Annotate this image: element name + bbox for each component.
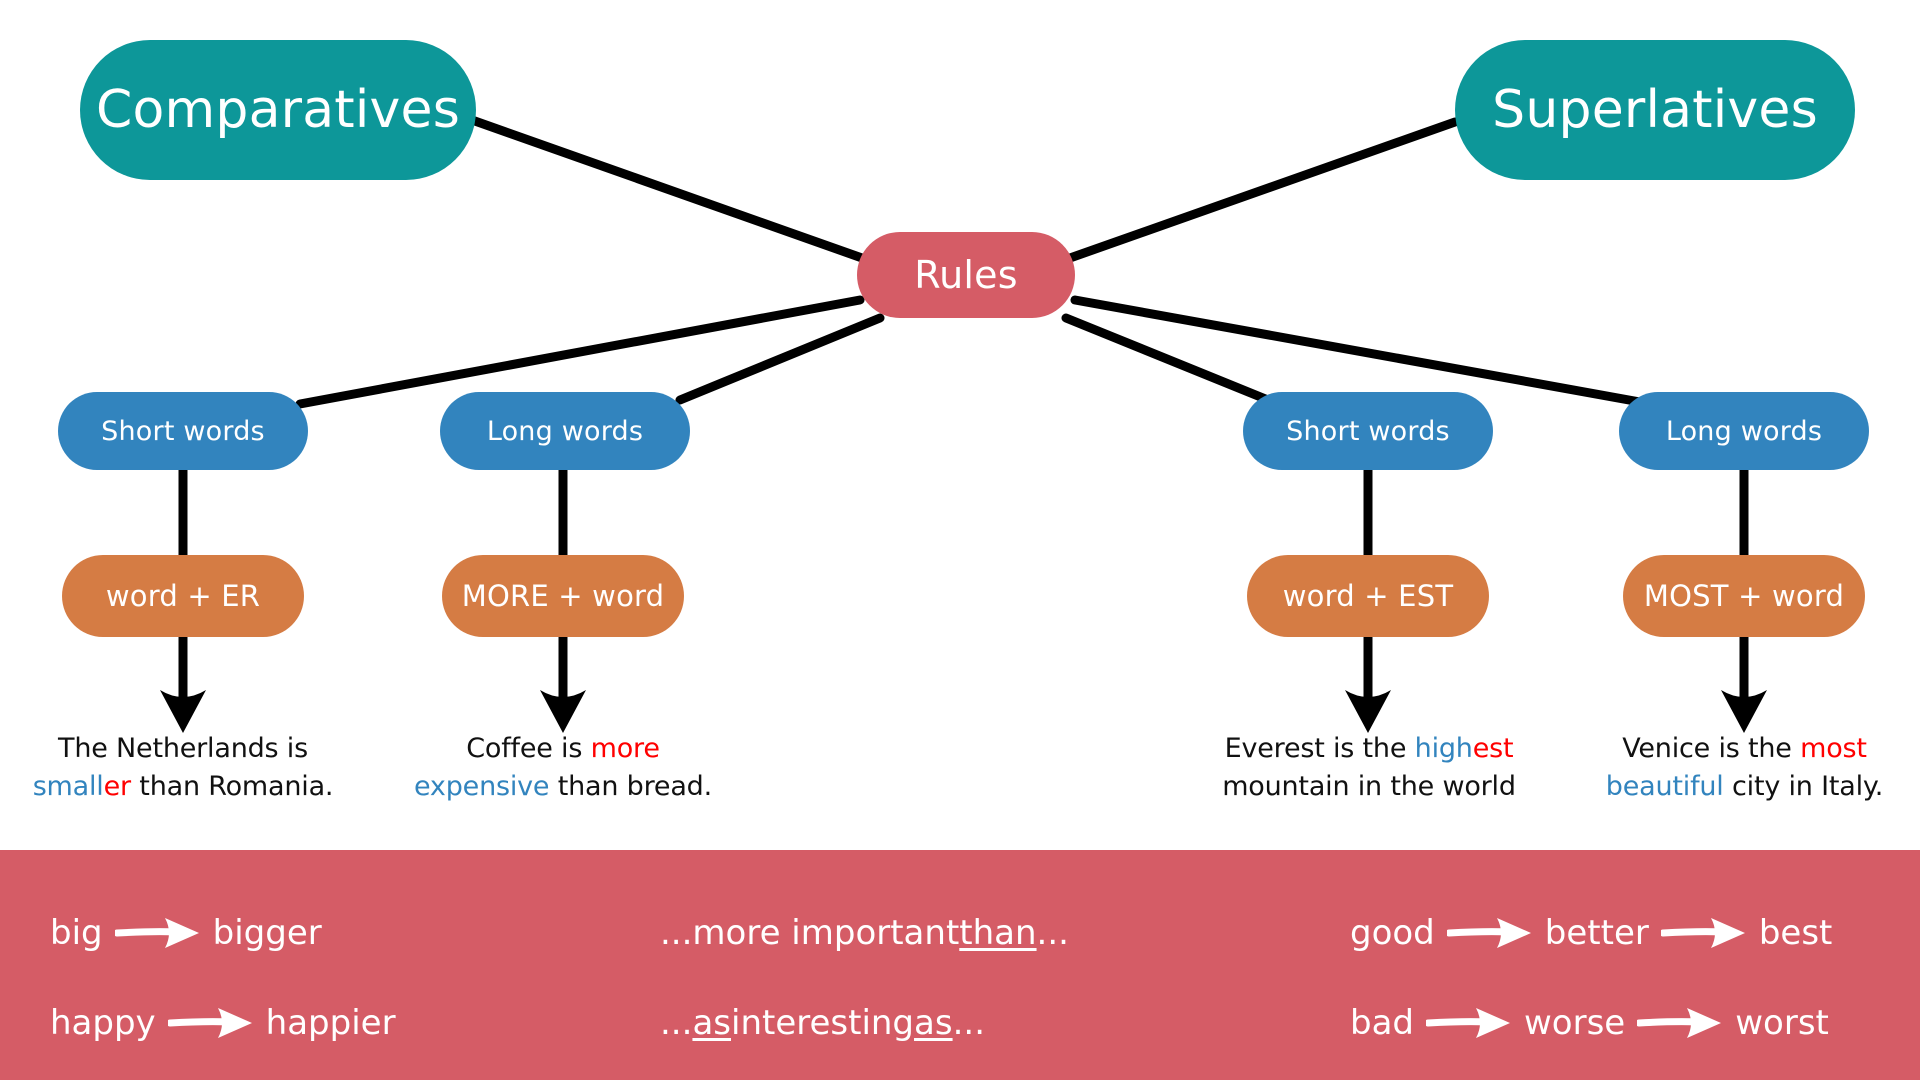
example-fragment: mountain in the world (1222, 771, 1516, 803)
banner-term: ... (952, 1003, 986, 1043)
example-fragment: beautiful (1605, 771, 1724, 803)
node-rule-word-er[interactable]: word + ER (62, 555, 304, 637)
example-fragment: high (1414, 733, 1473, 764)
example-superlative-short-line2: mountain in the world (1195, 768, 1543, 806)
edge-comparatives-to-rules (467, 115, 867, 263)
example-comparative-long-line2: expensive than bread. (393, 768, 733, 806)
example-comparative-short-line1: The Netherlands is (13, 730, 353, 768)
banner-row-happy-happier: happy happier (50, 978, 610, 1068)
banner-column-comparison-structures: ...more important than... ...as interest… (660, 850, 1160, 1080)
banner-term: good (1350, 913, 1435, 953)
banner-term: interesting (731, 1003, 915, 1043)
arrow-superlative-long (1721, 636, 1767, 733)
banner-term: ... (660, 1003, 693, 1043)
banner-term: ... (1036, 913, 1069, 953)
example-fragment: Everest is the (1224, 733, 1415, 764)
banner-term-underlined: as (914, 1003, 953, 1043)
right-arrow-icon (1660, 918, 1745, 948)
node-rule-word-est-label: word + EST (1282, 579, 1454, 613)
example-fragment: est (1472, 733, 1514, 764)
example-comparative-short-line2: smaller than Romania. (13, 768, 353, 806)
node-rules[interactable]: Rules (857, 232, 1075, 318)
example-fragment: The Netherlands is (58, 733, 308, 764)
node-rules-label: Rules (914, 253, 1018, 297)
banner-row-as-interesting-as: ...as interesting as... (660, 978, 1160, 1068)
example-fragment: Coffee is (466, 733, 591, 764)
banner-row-good-better-best: good better best (1350, 888, 1890, 978)
edge-rules-to-comparative-short (295, 295, 865, 409)
node-rule-more-word-label: MORE + word (461, 579, 665, 613)
example-superlative-short-line1: Everest is the highest (1195, 730, 1543, 768)
banner-term-underlined: than (959, 913, 1037, 953)
example-fragment: expensive (414, 771, 550, 803)
example-superlative-long-line1: Venice is the most (1572, 730, 1917, 768)
example-fragment: city in Italy. (1723, 771, 1884, 803)
node-comparative-long-words[interactable]: Long words (440, 392, 690, 470)
example-comparative-long-line1: Coffee is more (393, 730, 733, 768)
node-comparative-short-words-label: Short words (101, 415, 265, 447)
banner-term: bad (1350, 1003, 1414, 1043)
banner-term-underlined: as (692, 1003, 731, 1043)
edge-superlatives-to-rules (1065, 117, 1460, 263)
right-arrow-icon (1637, 1008, 1722, 1038)
banner-term: happy (50, 1003, 156, 1043)
node-rule-most-word[interactable]: MOST + word (1623, 555, 1865, 637)
example-fragment: small (32, 771, 104, 803)
node-comparative-long-words-label: Long words (486, 415, 644, 447)
banner-row-more-important-than: ...more important than... (660, 888, 1160, 978)
example-comparative-long: Coffee is more expensive than bread. (393, 730, 733, 807)
example-superlative-short: Everest is the highest mountain in the w… (1195, 730, 1543, 807)
node-rule-more-word[interactable]: MORE + word (442, 555, 684, 637)
example-fragment: er (103, 771, 132, 803)
banner-term: best (1758, 913, 1833, 953)
node-superlative-short-words-label: Short words (1286, 415, 1450, 447)
node-comparative-short-words[interactable]: Short words (58, 392, 308, 470)
banner-term: ...more important (660, 913, 960, 953)
example-comparative-short: The Netherlands is smaller than Romania. (13, 730, 353, 807)
example-fragment: most (1800, 733, 1867, 764)
example-superlative-long: Venice is the most beautiful city in Ita… (1572, 730, 1917, 807)
node-rule-most-word-label: MOST + word (1643, 579, 1845, 613)
right-arrow-icon (1446, 918, 1531, 948)
node-superlative-long-words-label: Long words (1665, 415, 1823, 447)
banner-row-big-bigger: big bigger (50, 888, 610, 978)
banner-column-regular-comparatives: big bigger happy happier (50, 850, 610, 1080)
node-superlatives[interactable]: Superlatives (1455, 40, 1855, 180)
example-fragment: than Romania. (130, 771, 334, 803)
arrow-comparative-short (160, 636, 206, 733)
banner-term: better (1544, 913, 1649, 953)
banner-column-irregular-forms: good better best bad worse worst (1350, 850, 1890, 1080)
node-comparatives[interactable]: Comparatives (80, 40, 476, 180)
banner-term: happier (265, 1003, 396, 1043)
banner-term: bigger (212, 913, 322, 953)
right-arrow-icon (1426, 1008, 1510, 1038)
banner-row-bad-worse-worst: bad worse worst (1350, 978, 1890, 1068)
banner-term: worse (1524, 1003, 1626, 1043)
arrow-comparative-long (540, 636, 586, 733)
right-arrow-icon (114, 918, 199, 948)
edge-rules-to-superlative-long (1070, 295, 1645, 407)
banner-term: big (50, 913, 103, 953)
summary-banner: big bigger happy happier ...more important… (0, 850, 1920, 1080)
node-rule-word-er-label: word + ER (105, 579, 261, 613)
node-superlatives-label: Superlatives (1492, 80, 1818, 140)
arrow-superlative-short (1345, 636, 1391, 733)
banner-term: worst (1735, 1003, 1829, 1043)
edge-rules-to-superlative-short (1061, 313, 1273, 405)
node-comparatives-label: Comparatives (96, 80, 460, 140)
example-fragment: Venice is the (1622, 733, 1801, 764)
node-superlative-short-words[interactable]: Short words (1243, 392, 1493, 470)
example-fragment: more (590, 733, 660, 764)
example-fragment: than bread. (549, 771, 712, 803)
edge-rules-to-comparative-long (675, 313, 885, 405)
node-rule-word-est[interactable]: word + EST (1247, 555, 1489, 637)
node-superlative-long-words[interactable]: Long words (1619, 392, 1869, 470)
right-arrow-icon (167, 1008, 252, 1038)
example-superlative-long-line2: beautiful city in Italy. (1572, 768, 1917, 806)
